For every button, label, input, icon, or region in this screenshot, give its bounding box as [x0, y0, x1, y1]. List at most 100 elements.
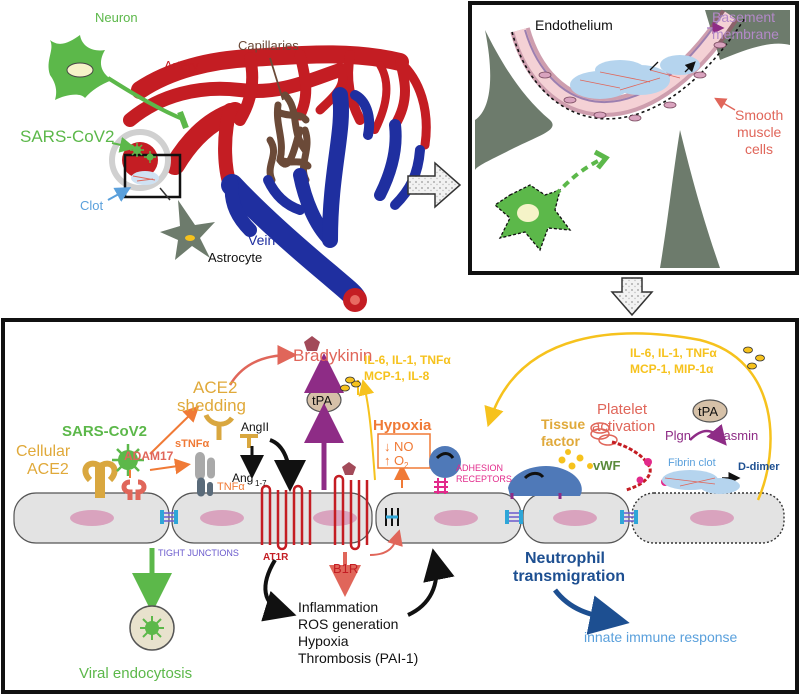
ang17-sub-label: 1-7 — [255, 479, 267, 488]
vwf-chain — [611, 440, 652, 492]
b1r-receptor-icon — [333, 474, 369, 551]
virus-icon — [112, 444, 144, 476]
ddimer-label: D-dimer — [738, 461, 780, 473]
neutrophil-label-2: transmigration — [513, 568, 625, 585]
tissue-factor-label-1: Tissue — [541, 416, 585, 432]
adhesion-receptor-icon — [429, 446, 461, 494]
tissue-factor-dots — [558, 449, 593, 470]
capillaries-pointer — [269, 57, 284, 101]
smooth-label-3: cells — [745, 141, 773, 157]
effects-to-junction-arrow — [407, 548, 455, 617]
angii-label: AngII — [241, 420, 269, 434]
vein-tree — [221, 87, 425, 309]
ace2-shedding-label-1: ACE2 — [193, 378, 237, 397]
platelet-icon — [590, 422, 618, 446]
sars-pointer — [111, 137, 136, 153]
adam17-label: ADAM17 — [124, 449, 174, 463]
neuron-label: Neuron — [95, 10, 138, 25]
smooth-label-1: Smooth — [735, 107, 783, 123]
stnfa-label: sTNFα — [175, 438, 210, 450]
neuron-icon — [48, 35, 189, 130]
endothelium-inset: Endothelium Basement membrane Smooth mus… — [468, 1, 799, 275]
svg-text:↓: ↓ — [384, 439, 391, 454]
ang17-label: Ang — [232, 471, 253, 485]
at1r-receptor-icon — [260, 484, 312, 551]
artery-label: Artery — [164, 58, 199, 73]
cytokines-left-line2: MCP-1, IL-8 — [364, 369, 430, 383]
tnfa-label: TNFα — [217, 481, 245, 493]
no-label: NO — [394, 439, 414, 454]
effect-item-0: Inflammation — [298, 599, 378, 615]
plgn-to-plasmin-arrow — [689, 423, 727, 446]
plgn-label: Plgn — [665, 428, 691, 443]
bradykinin-ligand-icon — [342, 462, 356, 475]
cytokine-dots-left — [340, 376, 361, 392]
neutrophil-arrow — [553, 588, 630, 635]
astrocyte-icon — [159, 187, 215, 260]
zoom-arrow-right — [407, 161, 462, 209]
b1r-label: B1R — [333, 561, 358, 576]
ace2-shed-icon — [203, 413, 258, 448]
cytokines-right-line2: MCP-1, MIP-1α — [630, 362, 714, 376]
effect-item-2: Hypoxia — [298, 633, 349, 649]
vein-label: Vein — [248, 232, 275, 248]
ace2-receptor-icon — [82, 460, 118, 498]
viral-endocytosis-label: Viral endocytosis — [79, 665, 192, 682]
cellular-ace2-label-2: ACE2 — [27, 461, 69, 478]
feedback-arc-arrow — [484, 332, 772, 501]
neutrophil-icon — [508, 466, 582, 499]
b1r-to-adhesion-arrow — [369, 529, 403, 556]
fibrin-label: Fibrin clot — [668, 457, 716, 469]
sars-bottom-label: SARS-CoV2 — [62, 423, 147, 440]
hypoxia-box: ↓ NO ↑ O 2 — [377, 433, 431, 470]
clot-pointer — [107, 187, 132, 202]
tpa-right-label: tPA — [698, 404, 718, 419]
angii-to-at1r-arrow — [269, 438, 306, 492]
neutrophil-label-1: Neutrophil — [525, 550, 605, 567]
tight-junction-icon — [160, 508, 638, 526]
adam17-to-tnfa-arrow — [149, 458, 191, 475]
adam17-to-shedding-arrow — [149, 405, 200, 455]
at1r-label: AT1R — [263, 552, 289, 563]
effect-item-3: Thrombosis (PAI-1) — [298, 650, 418, 666]
tnfa-icon — [195, 452, 215, 497]
cytokines-right-line1: IL-6, IL-1, TNFα — [630, 346, 717, 360]
platelet-label-1: Platelet — [597, 401, 648, 418]
endothelial-layer — [13, 492, 785, 544]
tight-junctions-label: TIGHT JUNCTIONS — [158, 548, 239, 558]
tpa-label: tPA — [312, 393, 332, 408]
plasmin-label: Plasmin — [712, 428, 758, 443]
fibrin-clot — [662, 470, 740, 494]
cellular-ace2-label-1: Cellular — [16, 443, 71, 460]
adhesion-label-1: ADHESION — [456, 463, 503, 473]
bradykinin-label: Bradykinin — [293, 346, 372, 365]
clot-label: Clot — [80, 198, 104, 213]
cytokines-left-line1: IL-6, IL-1, TNFα — [364, 353, 451, 367]
bradykinin-top-icon — [304, 336, 320, 351]
endocytosis-icon — [129, 605, 175, 651]
innate-label: innate immune response — [584, 629, 738, 645]
shedding-to-bradykinin-arrow — [228, 345, 298, 386]
tpa-chip: tPA — [306, 387, 342, 413]
vwf-label: vWF — [593, 458, 621, 473]
platelet-label-2: activation — [592, 418, 655, 435]
zoom-arrow-down — [610, 277, 654, 317]
basement-label-2: membrane — [712, 26, 779, 42]
o2-label: O — [394, 453, 404, 468]
hypoxia-label: Hypoxia — [373, 417, 432, 434]
sars-label: SARS-CoV2 — [20, 127, 114, 146]
svg-text:↑: ↑ — [384, 453, 391, 468]
basement-label-1: Basement — [712, 9, 775, 25]
capillaries-label: Capillaries — [238, 38, 299, 53]
mechanism-panel: tPA tPA ↓ NO ↑ O 2 — [1, 318, 799, 694]
at1r-to-effects-arrow — [261, 558, 297, 622]
ace2-shedding-label-2: shedding — [177, 396, 246, 415]
clot-mark — [131, 171, 159, 185]
tissue-factor-label-2: factor — [541, 433, 580, 449]
smooth-label-2: muscle — [737, 124, 782, 140]
astrocyte-label: Astrocyte — [208, 250, 262, 265]
endothelium-label: Endothelium — [535, 17, 613, 33]
adam17-icon — [121, 479, 147, 500]
vasculature-panel: Neuron Artery Capillaries SARS-CoV2 Clot… — [20, 10, 431, 312]
